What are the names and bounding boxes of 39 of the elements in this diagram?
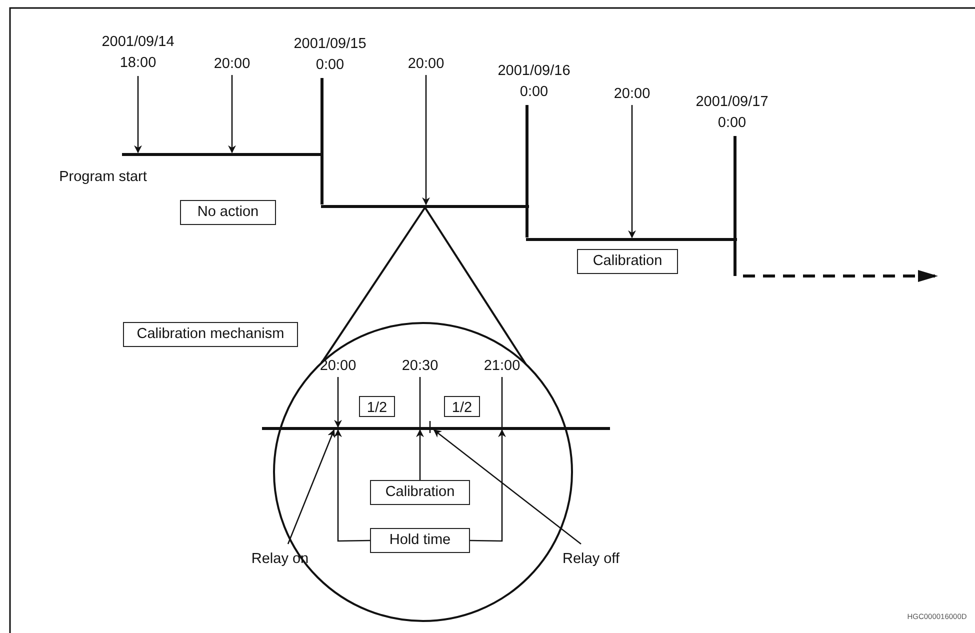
state-label: No action xyxy=(180,200,276,225)
relay-off-label: Relay off xyxy=(562,550,620,569)
time-label: 20:00 xyxy=(318,357,358,376)
start-label: Program start xyxy=(58,168,148,187)
arrow xyxy=(334,429,370,542)
arrow xyxy=(433,429,582,545)
timeline-bar xyxy=(262,427,610,430)
calibration-label: Calibration xyxy=(370,480,470,505)
arrow xyxy=(228,75,236,154)
date-label: 2001/09/16 0:00 xyxy=(496,62,572,102)
timeline-bar xyxy=(320,204,528,208)
arrow xyxy=(628,105,636,238)
arrow xyxy=(134,76,142,154)
arrow xyxy=(734,136,938,282)
arrow xyxy=(470,429,506,542)
arrow xyxy=(416,429,424,480)
connector-line xyxy=(526,105,528,238)
arrow xyxy=(334,377,342,428)
time-label: 21:00 xyxy=(482,357,522,376)
section-title: Calibration mechanism xyxy=(123,322,298,347)
timeline-bar xyxy=(122,152,322,156)
fraction-label: 1/2 xyxy=(359,396,395,417)
time-label: 2001/09/14 18:00 xyxy=(100,33,176,73)
connector-line xyxy=(320,78,324,204)
date-label: 2001/09/17 0:00 xyxy=(694,93,770,133)
fraction-label: 1/2 xyxy=(444,396,480,417)
state-label: Calibration xyxy=(577,249,678,274)
connector-line xyxy=(501,377,503,427)
time-label: 20:00 xyxy=(212,55,252,74)
hold-time-label: Hold time xyxy=(370,528,470,553)
date-label: 2001/09/15 0:00 xyxy=(292,35,368,75)
time-label: 20:00 xyxy=(406,55,446,74)
connector-line xyxy=(424,206,527,365)
time-label: 20:30 xyxy=(400,357,440,376)
connector-line xyxy=(419,377,421,427)
timeline-bar xyxy=(526,238,736,240)
arrow xyxy=(287,429,336,544)
time-label: 20:00 xyxy=(612,85,652,104)
arrow xyxy=(422,75,430,206)
